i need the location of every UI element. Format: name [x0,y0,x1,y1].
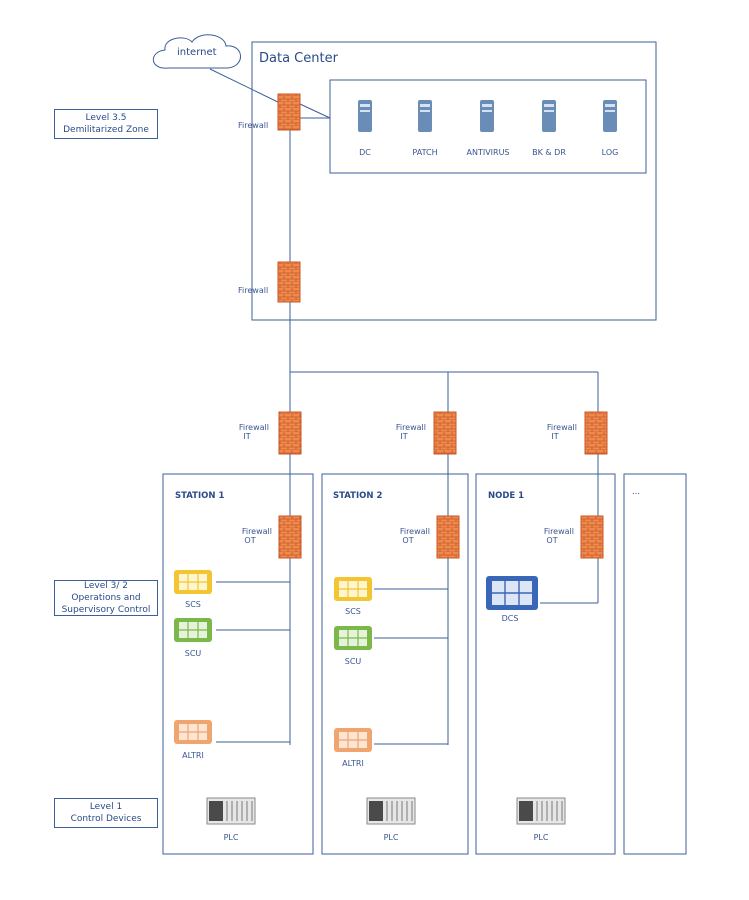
firewall-ot-label-2: Firewall OT [386,527,430,545]
s1-plc-label: PLC [223,833,239,842]
firewall-icon [580,515,604,559]
station2-box [321,473,469,855]
server-label-dc: DC [359,148,371,157]
dmz-server-box [329,79,647,174]
fw-dmz-link-a [299,103,331,119]
server-icon [603,100,617,132]
s2-plc-label: PLC [383,833,399,842]
plc-icon [516,797,566,825]
level-3-5-title: Level 3.5 [85,113,127,123]
server-label-patch: PATCH [412,148,438,157]
node1-box [475,473,616,855]
server-label-antivirus: ANTIVIRUS [466,148,510,157]
level-3-2-box: Level 3/ 2 Operations and Supervisory Co… [54,580,158,616]
firewall-ot-label-3: Firewall OT [530,527,574,545]
extra-box [623,473,687,855]
firewall-icon [436,515,460,559]
server-label-bkdr: BK & DR [532,148,566,157]
server-icon [358,100,372,132]
scs-panel-icon [174,570,212,594]
s1-scu-label: SCU [184,649,202,658]
level-1-title: Level 1 [89,802,123,812]
scs-panel-icon [334,577,372,601]
firewall-it-2-line2: IT [400,432,408,441]
s1-altri-label: ALTRI [182,751,204,760]
extra-box-label: ... [632,487,641,497]
firewall-icon [278,515,302,559]
datacenter-box [251,41,657,321]
s1-scs-label: SCS [185,600,201,609]
firewall-icon [278,411,302,455]
internet-label: internet [177,47,217,58]
datacenter-title: Data Center [259,51,338,66]
firewall-it-label-1: Firewall IT [225,423,269,441]
firewall-ot-3-line2: OT [546,536,558,545]
firewall-ot-2-line2: OT [402,536,414,545]
server-icon [542,100,556,132]
firewall-it-label-2: Firewall IT [382,423,426,441]
level-3-2-title: Level 3/ 2 [84,581,128,591]
plc-icon [366,797,416,825]
server-label-log: LOG [601,148,619,157]
firewall-icon [584,411,608,455]
node-1-title: NODE 1 [488,491,525,501]
firewall-ot-1-line1: Firewall [241,527,272,536]
scu-panel-icon [334,626,372,650]
scu-panel-icon [174,618,212,642]
firewall-it-3-line1: Firewall [546,423,577,432]
firewall-icon [277,261,301,303]
firewall-label-dc-bottom: Firewall [238,286,269,295]
firewall-it-3-line2: IT [551,432,559,441]
firewall-ot-3-line1: Firewall [543,527,574,536]
firewall-ot-label-1: Firewall OT [228,527,272,545]
level-3-2-subtitle-1: Operations and [71,593,141,603]
internet-link [209,68,283,105]
station1-box [162,473,314,855]
altri-panel-icon [174,720,212,744]
server-icon [480,100,494,132]
firewall-icon [433,411,457,455]
altri-panel-icon [334,728,372,752]
station-1-title: STATION 1 [175,491,225,501]
firewall-it-2-line1: Firewall [395,423,426,432]
plc-icon [206,797,256,825]
firewall-icon [277,93,301,131]
s2-scs-label: SCS [345,607,361,616]
firewall-ot-1-line2: OT [244,536,256,545]
s2-altri-label: ALTRI [342,759,364,768]
level-3-2-subtitle-2: Supervisory Control [61,605,151,615]
level-1-box: Level 1 Control Devices [54,798,158,828]
server-icon [418,100,432,132]
n1-dcs-label: DCS [501,614,519,623]
dcs-panel-icon [486,576,538,610]
n1-plc-label: PLC [533,833,549,842]
level-3-5-subtitle: Demilitarized Zone [63,125,149,135]
firewall-it-1-line2: IT [243,432,251,441]
firewall-ot-2-line1: Firewall [399,527,430,536]
firewall-it-1-line1: Firewall [238,423,269,432]
internet-cloud-icon [152,34,241,69]
firewall-it-label-3: Firewall IT [533,423,577,441]
station-2-title: STATION 2 [333,491,383,501]
level-1-subtitle: Control Devices [70,814,142,824]
level-3-5-box: Level 3.5 Demilitarized Zone [54,109,158,139]
s2-scu-label: SCU [344,657,362,666]
firewall-label-dmz: Firewall [238,121,269,130]
